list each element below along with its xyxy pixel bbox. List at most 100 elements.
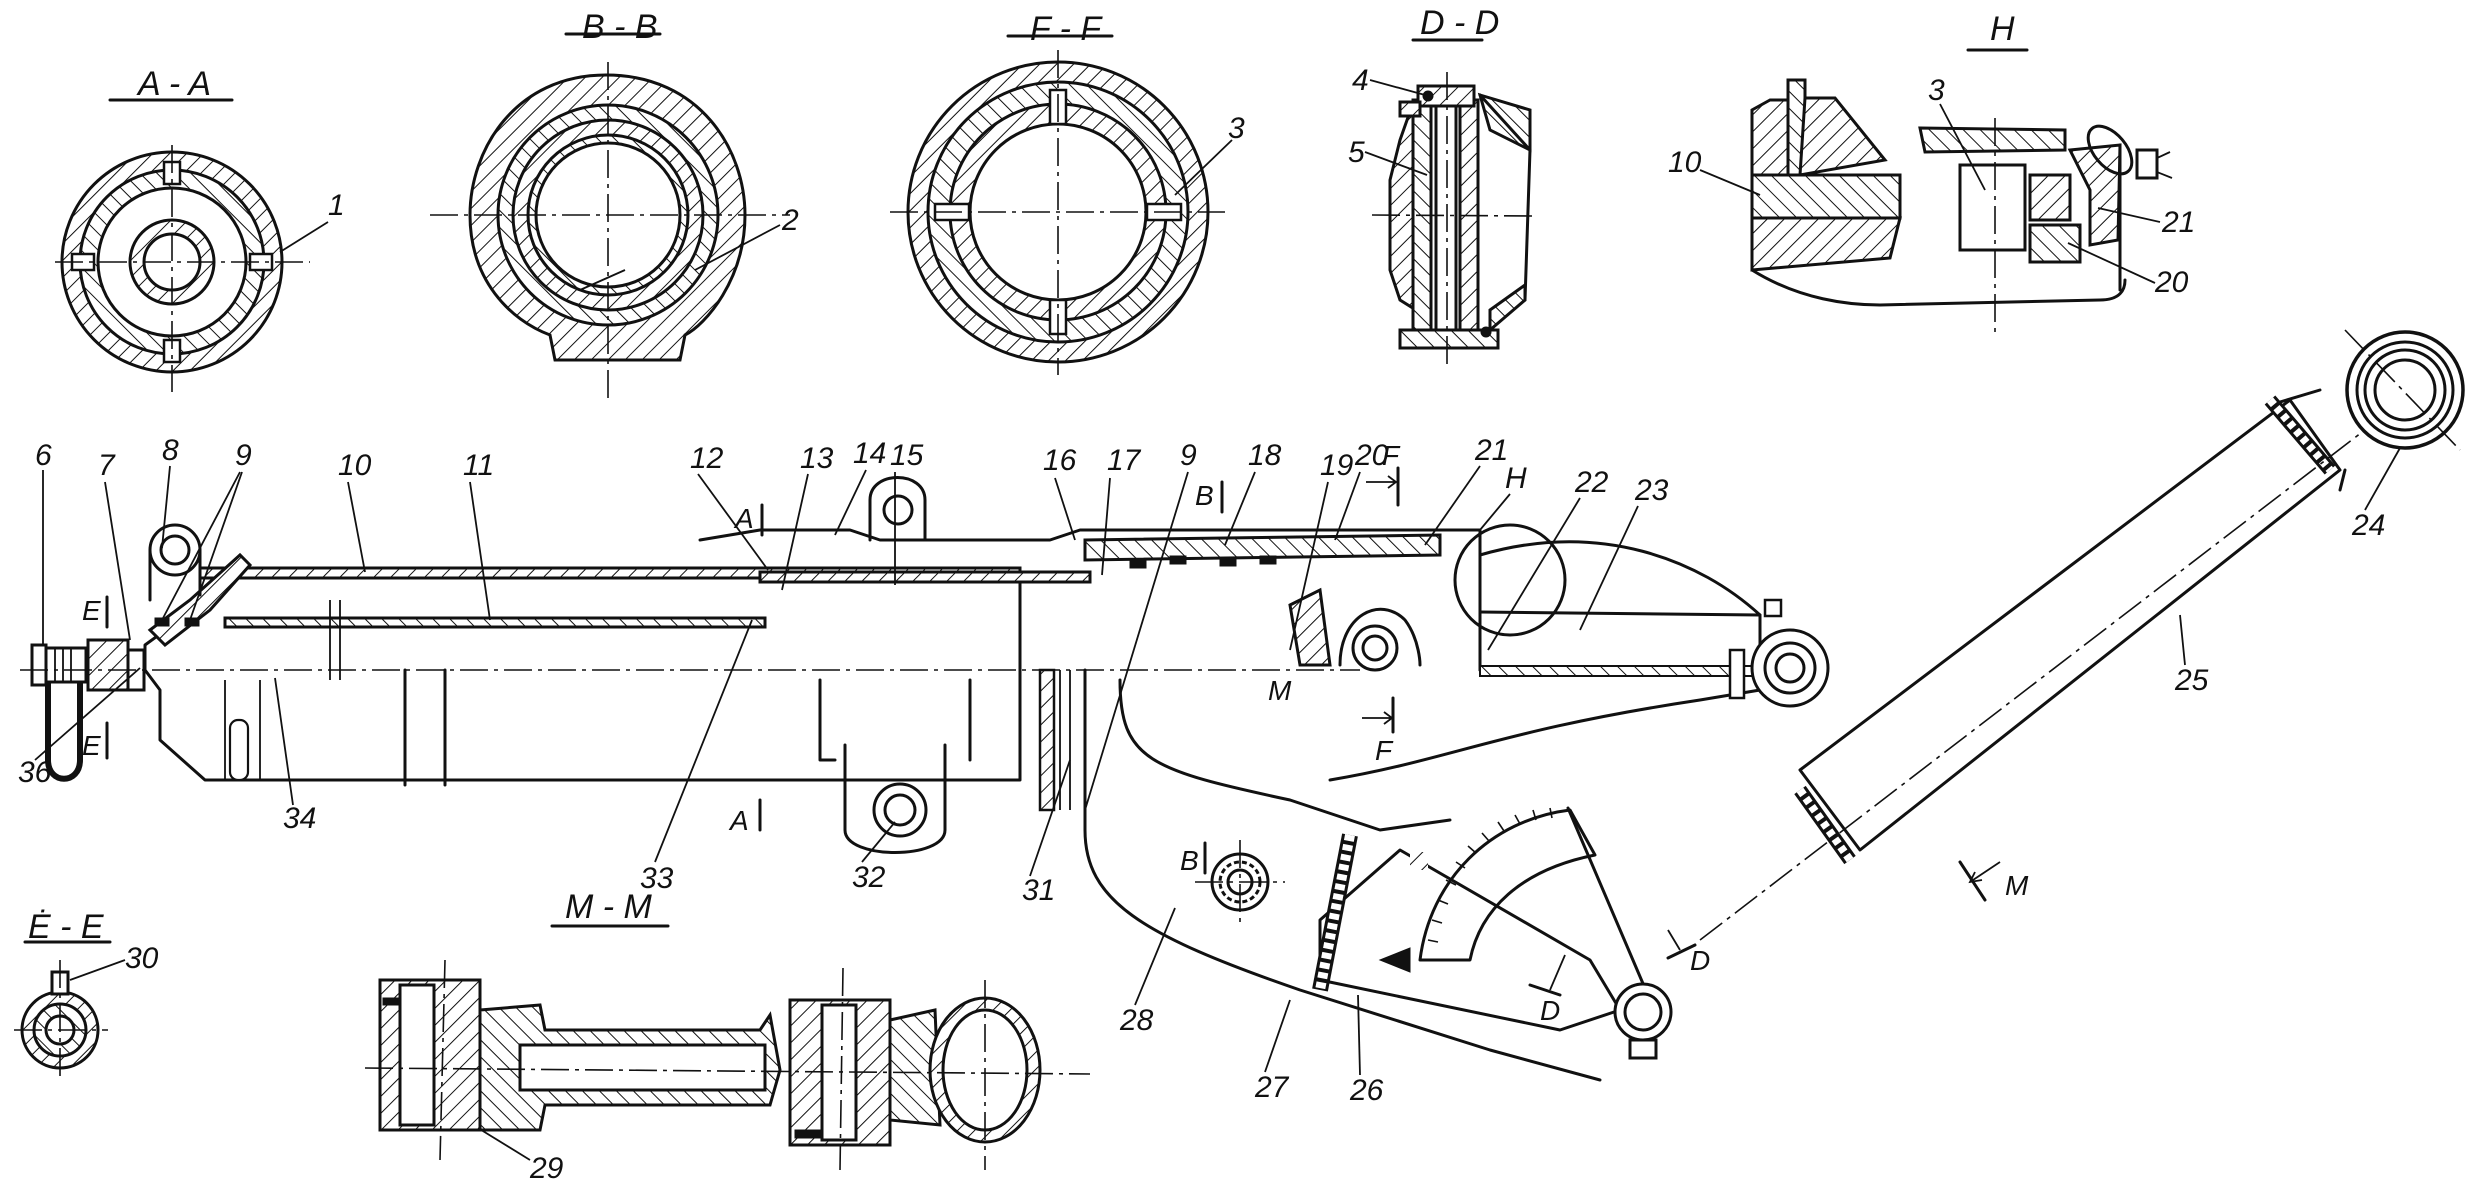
callout-24: 24 (2351, 509, 2385, 542)
main-callouts: 6 7 8 9 10 11 12 13 14 15 16 17 9 18 19 … (18, 434, 2401, 1107)
tube-15 (758, 570, 1092, 584)
h-pin-3 (1958, 163, 2027, 252)
detail-view-h: H 10 3 21 20 (1668, 10, 2195, 332)
section-markers: A A B B E E F F M M D D (82, 440, 2029, 1026)
callout-16: 16 (1043, 444, 1077, 477)
callout-10: 10 (338, 449, 372, 482)
arm-25 (1798, 398, 2342, 852)
callout-25: 25 (2174, 664, 2209, 697)
section-title-a-a: A - A (136, 65, 211, 103)
callout-19: 19 (1320, 449, 1354, 482)
lug-32 (843, 743, 947, 854)
marker-b-bottom: B (1180, 845, 1199, 876)
bracket-rail (1479, 665, 1761, 677)
callout-9-right: 9 (1180, 439, 1197, 472)
callout-9-left: 9 (235, 439, 252, 472)
bearing-housing (1338, 607, 1422, 667)
section-title-b-b: B - B (582, 8, 658, 46)
outer-barrel-10 (143, 568, 1022, 782)
section-view-f-f: F - F 3 (890, 10, 1245, 375)
barrel-flange (147, 552, 253, 647)
marker-a-bottom: A (728, 805, 749, 836)
bracket-22-23 (1478, 540, 1762, 672)
callout-8: 8 (162, 434, 179, 467)
callout-11: 11 (463, 449, 494, 482)
callout-17: 17 (1107, 444, 1142, 477)
callout-6: 6 (35, 439, 52, 472)
weld-bead-arm-top (2264, 395, 2336, 475)
sleeve-18 (1083, 533, 1442, 562)
mm-rod-bore (518, 1043, 767, 1092)
scale-ticks (1427, 807, 1553, 943)
callout-14: 14 (853, 437, 886, 470)
marker-b-top: B (1195, 480, 1214, 511)
section-title-m-m: M - M (565, 888, 653, 926)
callout-15: 15 (890, 439, 924, 472)
inner-tube-11 (223, 616, 767, 629)
section-title-e-e: Ė - E (28, 908, 104, 946)
callout-1: 1 (328, 189, 345, 222)
callout-h-marker: H (1505, 462, 1527, 495)
marker-d-left: D (1540, 995, 1560, 1026)
dd-right-bottom-plate (1488, 282, 1527, 334)
dd-pin (1434, 104, 1458, 348)
callout-13: 13 (800, 442, 834, 475)
callout-h-3: 3 (1928, 74, 1945, 107)
ribbed-collar (1038, 668, 1056, 812)
dd-right-bushing (1458, 98, 1480, 347)
dd-bottom-flange (1398, 328, 1500, 350)
marker-e-bottom: E (82, 730, 101, 761)
callout-20: 20 (1354, 439, 1389, 472)
h-lock-ring (2086, 124, 2134, 176)
callout-30: 30 (125, 942, 159, 975)
marker-m-main: M (1268, 675, 1292, 706)
callout-29: 29 (529, 1152, 564, 1181)
lower-frame (1083, 668, 1602, 1082)
section-view-m-m: M - M 29 (364, 888, 1091, 1181)
callout-28: 28 (1119, 1004, 1154, 1037)
callout-3: 3 (1228, 112, 1245, 145)
callout-34: 34 (283, 802, 316, 835)
h-base (1750, 216, 1902, 272)
callout-h-20: 20 (2154, 266, 2189, 299)
callout-31: 31 (1022, 874, 1055, 907)
callout-7: 7 (98, 449, 116, 482)
callout-12: 12 (690, 442, 724, 475)
section-view-e-e: Ė - E 30 (14, 908, 159, 1078)
callout-23: 23 (1634, 474, 1669, 507)
weld-bead-arm-bottom (1794, 785, 1856, 865)
section-view-a-a: A - A 1 (55, 65, 345, 392)
weld-bead-left (228, 718, 250, 782)
section-title-h: H (1990, 10, 2015, 48)
dd-left-bushing (1411, 98, 1433, 347)
callout-4: 4 (1352, 64, 1369, 97)
marker-f-top: F (1382, 440, 1401, 471)
shackle-36 (45, 682, 83, 782)
callout-5: 5 (1348, 136, 1365, 169)
detail-circle-h (1453, 523, 1567, 637)
h-shaft (1750, 173, 1902, 220)
section-title-f-f: F - F (1030, 10, 1103, 48)
callout-26: 26 (1349, 1074, 1384, 1107)
scale-pointer (1378, 947, 1411, 973)
lower-arm-27 (1318, 848, 1622, 1032)
callout-22: 22 (1574, 466, 1609, 499)
callout-18: 18 (1248, 439, 1282, 472)
marker-a-top: A (733, 503, 754, 534)
callout-h-21: 21 (2161, 206, 2195, 239)
main-assembly-view (20, 329, 2465, 1082)
bolt-head-6 (30, 643, 48, 687)
callout-h-10: 10 (1668, 146, 1702, 179)
section-view-d-d: D - D 4 5 (1348, 4, 1533, 365)
marker-m-arm: M (2005, 870, 2029, 901)
section-view-b-b: B - B 2 (430, 8, 799, 400)
h-top-plate (1918, 126, 2067, 154)
callout-32: 32 (852, 861, 886, 894)
callout-27: 27 (1254, 1071, 1290, 1104)
marker-f-bottom: F (1375, 735, 1394, 766)
section-title-d-d: D - D (1420, 4, 1499, 42)
marker-d-right: D (1690, 945, 1710, 976)
callout-2: 2 (781, 204, 799, 237)
weld-bead-27 (1312, 833, 1358, 992)
